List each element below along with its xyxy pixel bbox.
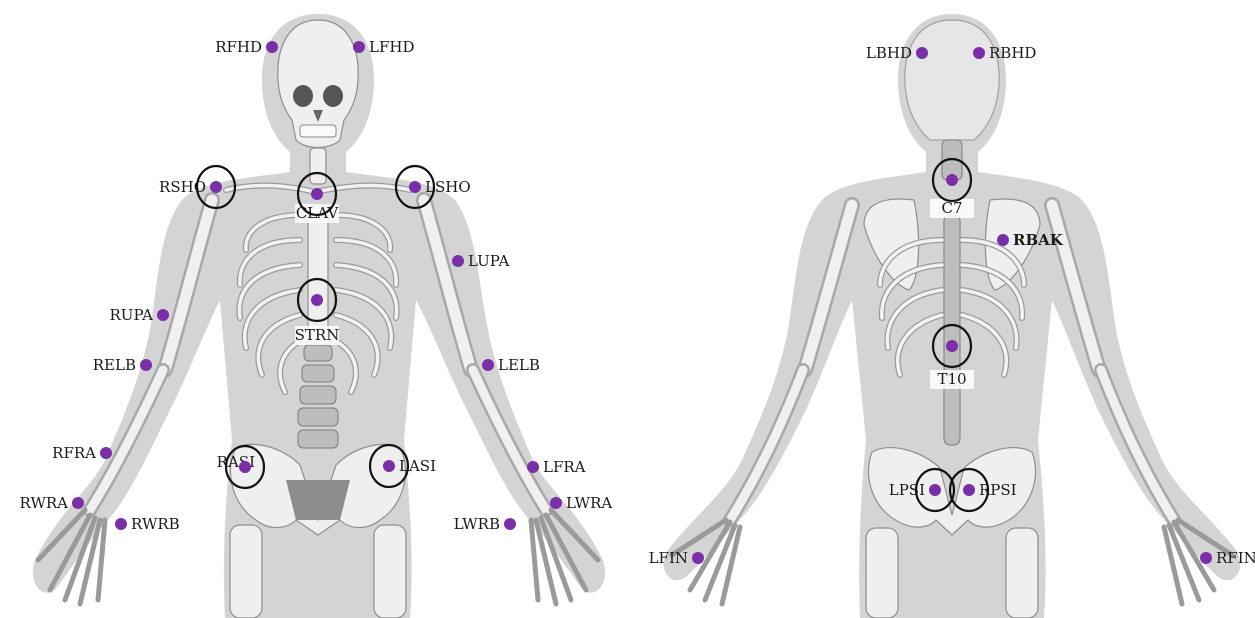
marker-label-strn: STRN [295, 326, 340, 344]
marker-dot-lupa [452, 255, 464, 267]
marker-dot-rwra [72, 497, 84, 509]
marker-label-lupa: LUPA [468, 252, 509, 270]
marker-dot-lbhd [916, 47, 928, 59]
marker-label-rbhd: RBHD [989, 44, 1036, 62]
marker-label-relb: RELB [93, 356, 136, 374]
marker-dot-rupa [157, 309, 169, 321]
marker-dot-t10 [946, 340, 958, 352]
marker-dot-rpsi [963, 484, 975, 496]
marker-label-rupa: RUPA [110, 306, 154, 324]
marker-label-lfra: LFRA [543, 458, 586, 476]
marker-dot-rfra [100, 447, 112, 459]
marker-label-lfin: LFIN [649, 549, 688, 567]
marker-dot-lelb [482, 359, 494, 371]
marker-dot-lwra [550, 497, 562, 509]
marker-rfra: RFRA [52, 444, 112, 462]
marker-label-lpsi: LPSI [889, 481, 925, 499]
marker-label-lwrb: LWRB [454, 515, 500, 533]
marker-label-rfhd: RFHD [215, 38, 262, 56]
marker-dot-rbak [997, 234, 1009, 246]
marker-label-lelb: LELB [498, 356, 540, 374]
marker-dot-rfhd [266, 41, 278, 53]
marker-label-rfin: RFIN [1216, 549, 1255, 567]
marker-dot-relb [140, 359, 152, 371]
marker-dot-lsho [409, 181, 421, 193]
marker-label-lasi: LASI [399, 457, 436, 475]
marker-label-t10: T10 [937, 370, 966, 388]
marker-dot-strn [311, 294, 323, 306]
marker-dot-lfra [527, 461, 539, 473]
back-head [905, 20, 999, 140]
marker-dot-c7 [946, 174, 958, 186]
marker-dot-lwrb [504, 518, 516, 530]
back-figure [664, 14, 1240, 618]
front-teeth [300, 125, 336, 137]
marker-label-lfhd: LFHD [369, 38, 414, 56]
marker-label-lwra: LWRA [566, 494, 612, 512]
marker-dot-rsho [210, 181, 222, 193]
front-sacrum [286, 480, 350, 520]
marker-lwrb: LWRB [454, 515, 516, 533]
marker-label-lbhd: LBHD [866, 44, 912, 62]
marker-dot-rbhd [973, 47, 985, 59]
marker-dot-rwrb [115, 518, 127, 530]
marker-dot-rasi [239, 461, 251, 473]
marker-dot-clav [311, 188, 323, 200]
marker-label-rwrb: RWRB [131, 515, 180, 533]
marker-label-rfra: RFRA [52, 444, 96, 462]
front-neck-vertebrae [310, 148, 326, 184]
marker-label-rwra: RWRA [19, 494, 68, 512]
front-right-femur [230, 525, 262, 618]
back-left-femur [866, 528, 898, 618]
marker-label-rbak: RBAK [1013, 231, 1064, 249]
marker-dot-lasi [383, 460, 395, 472]
marker-dot-lfin [692, 552, 704, 564]
front-eye-socket-right [293, 85, 313, 107]
marker-label-rpsi: RPSI [979, 481, 1017, 499]
marker-dot-lpsi [929, 484, 941, 496]
marker-label-lsho: LSHO [425, 178, 471, 196]
marker-dot-lfhd [353, 41, 365, 53]
front-left-femur [374, 525, 406, 618]
back-right-femur [1006, 528, 1038, 618]
marker-dot-rfin [1200, 552, 1212, 564]
marker-rwrb: RWRB [115, 515, 180, 533]
front-eye-socket-left [323, 85, 343, 107]
